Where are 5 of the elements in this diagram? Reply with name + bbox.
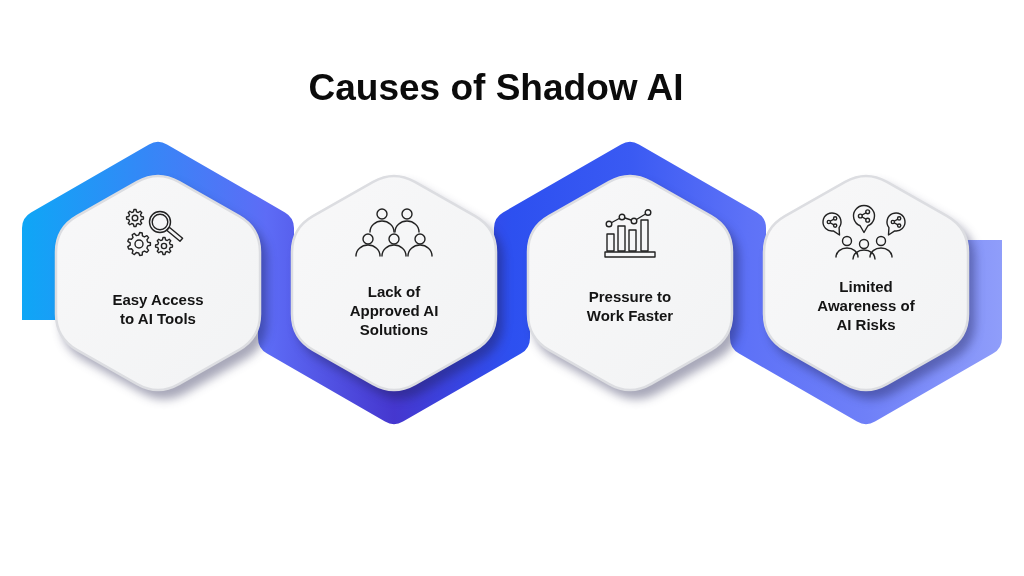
title: Causes of Shadow AI [308, 66, 684, 110]
card-label: Easy Access to AI Tools [111, 290, 205, 328]
card-label: Lack of Approved AI Solutions [348, 282, 440, 339]
card-label: Pressure to Work Faster [585, 287, 675, 325]
card-label: Limited Awareness of AI Risks [816, 277, 916, 334]
